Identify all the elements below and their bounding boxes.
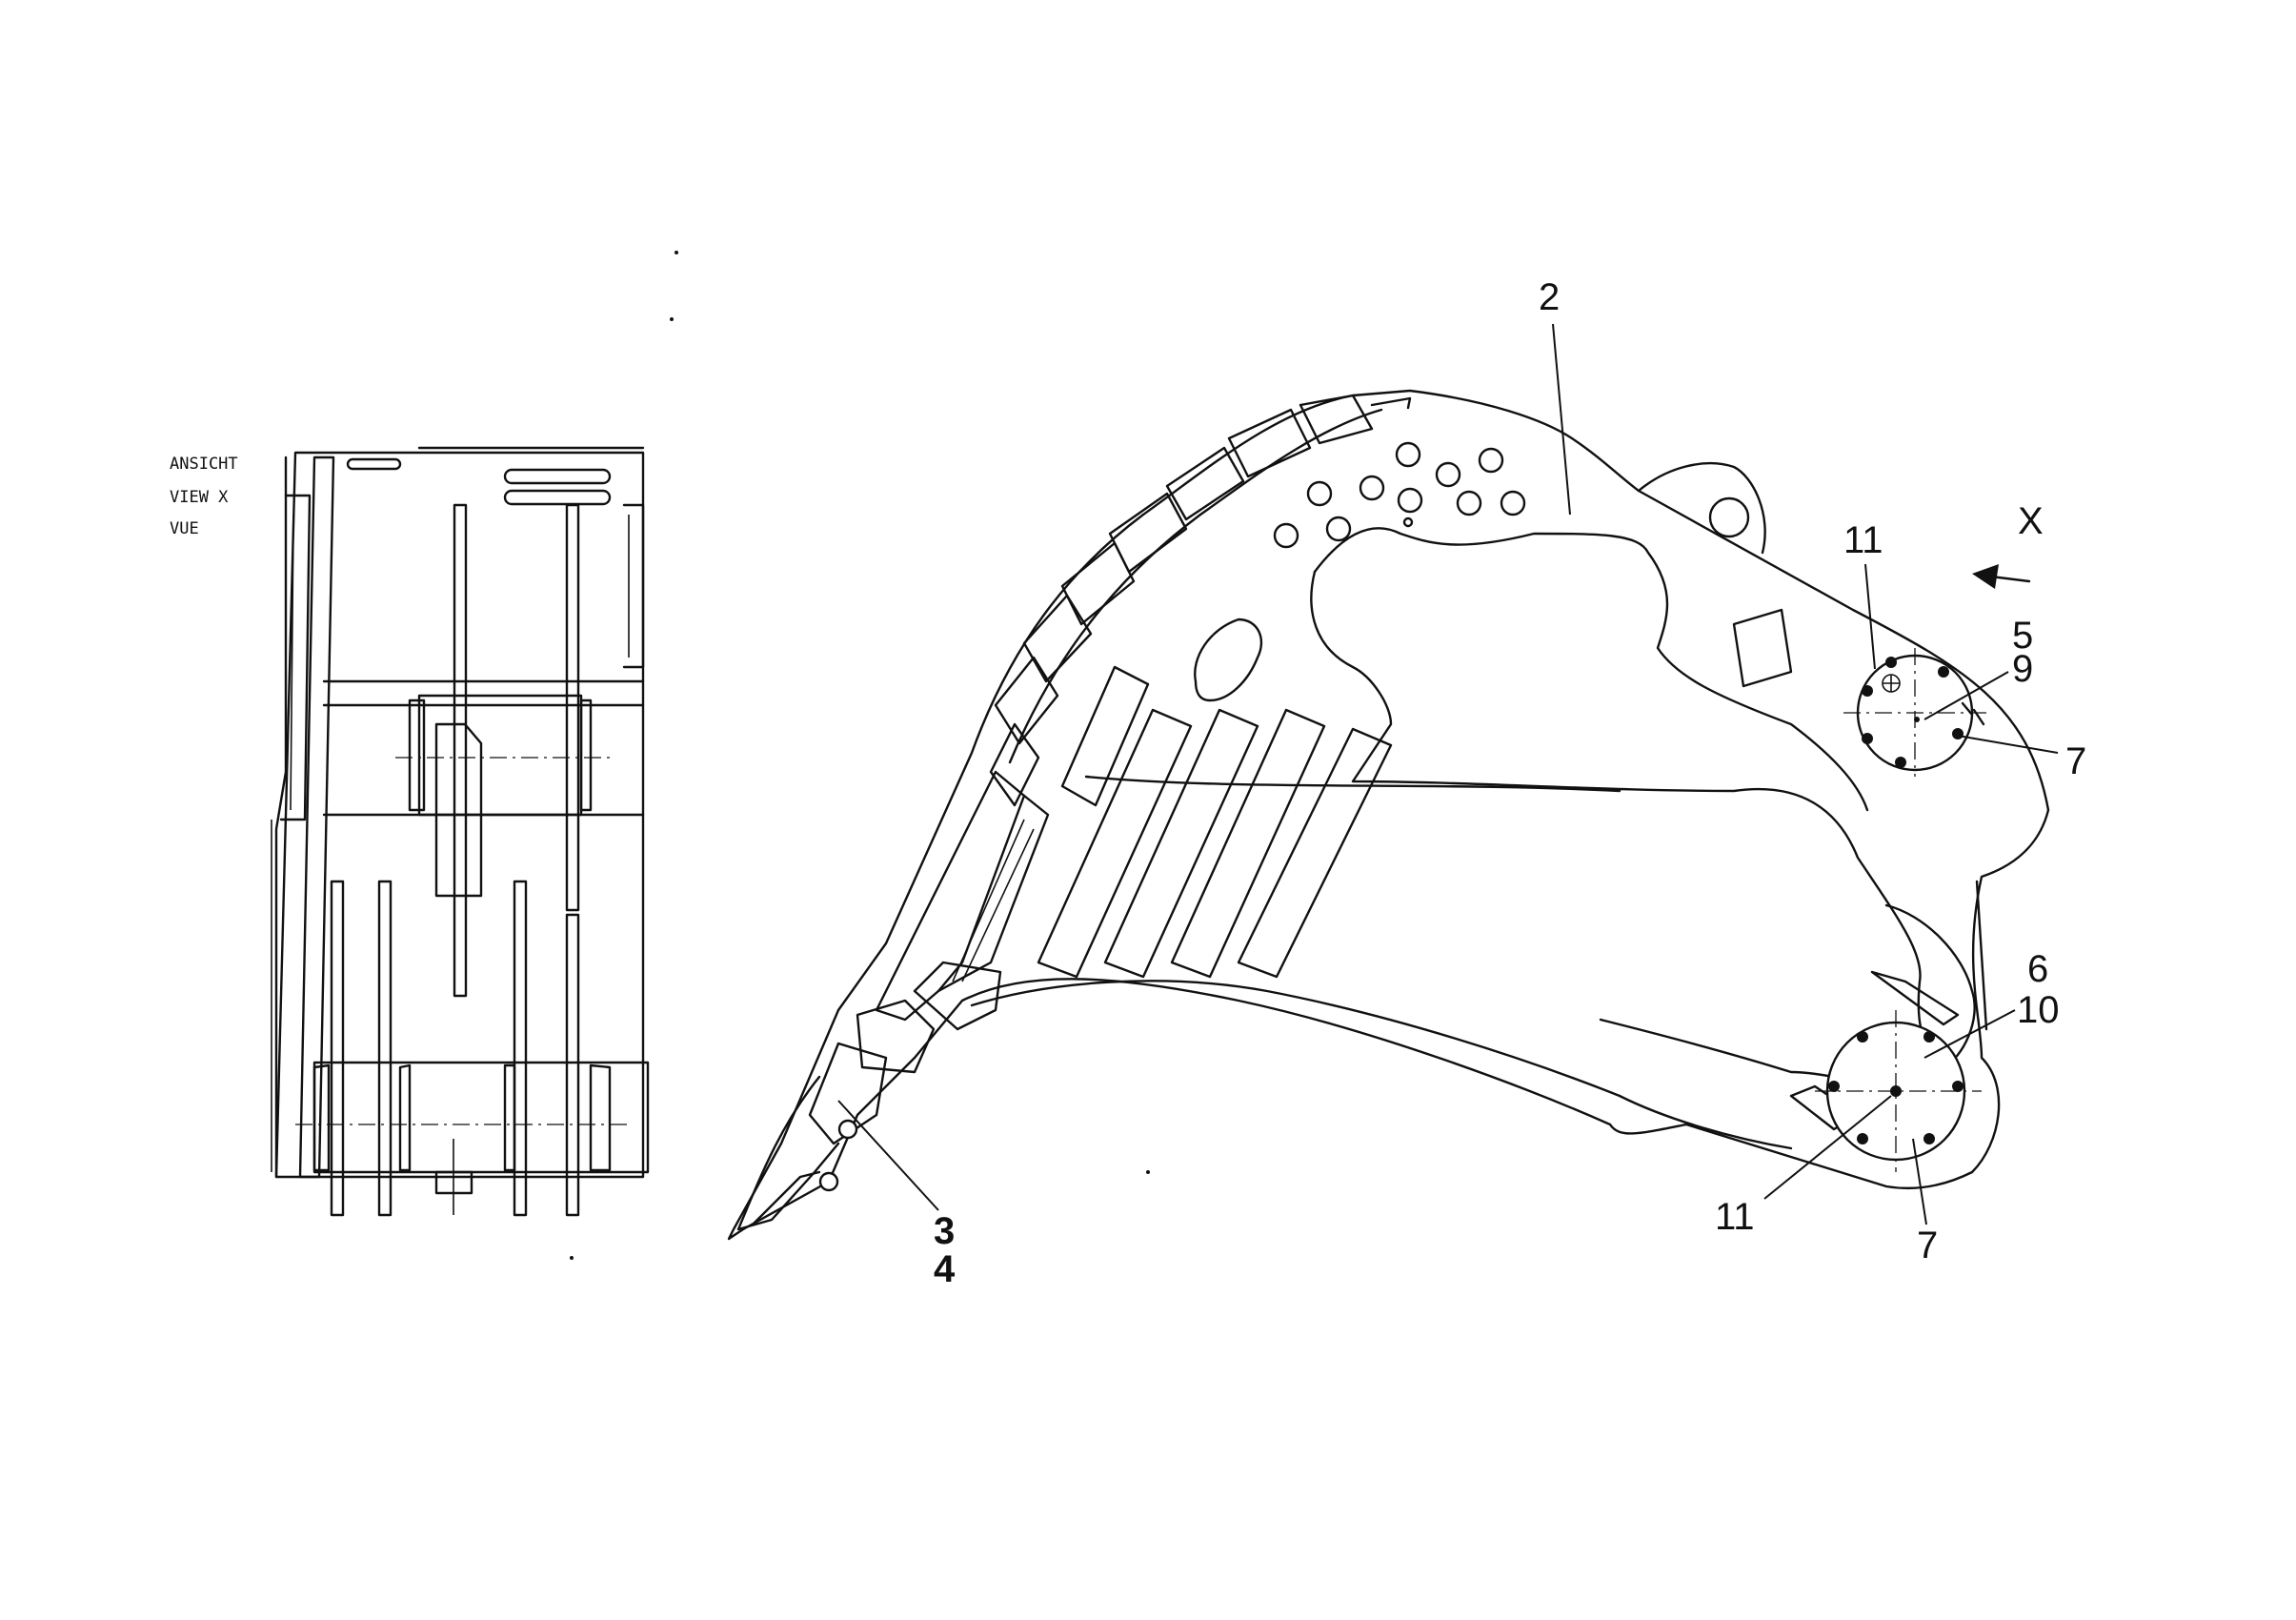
side-view	[727, 389, 2050, 1241]
callout-2: 2	[1539, 276, 1560, 318]
view-label-line1: ANSICHT	[170, 455, 238, 474]
callouts: 2 X 11 5 9 7 6 10 11 7 3 4	[837, 276, 2086, 1290]
front-view-x	[271, 446, 650, 1217]
callout-11-top: 11	[1843, 519, 1883, 561]
ripper-tooth	[736, 770, 1050, 1231]
rib-plates	[1037, 665, 1393, 979]
callout-6: 6	[2027, 948, 2048, 990]
callout-4: 4	[934, 1248, 956, 1290]
callout-7-top: 7	[2065, 740, 2086, 782]
lower-pin-hub	[1815, 1010, 1982, 1172]
callout-10: 10	[2017, 989, 2060, 1031]
callout-9: 9	[2012, 648, 2033, 690]
main-body-outline	[727, 389, 2050, 1241]
hole-cluster	[1273, 441, 1526, 549]
view-label-line3: VUE	[170, 519, 199, 538]
view-x-arrow	[1972, 564, 2031, 589]
callout-5: 5	[2012, 615, 2033, 657]
view-label-line2: VIEW X	[170, 488, 229, 507]
callout-11-bottom: 11	[1715, 1196, 1755, 1238]
callout-3: 3	[934, 1210, 955, 1252]
wear-plates	[989, 394, 1374, 807]
upper-pin-hub	[1843, 648, 1986, 777]
callout-7-bottom: 7	[1917, 1225, 1938, 1266]
view-label: ANSICHT VIEW X VUE	[170, 455, 238, 538]
view-arrow-label: X	[2018, 500, 2044, 542]
